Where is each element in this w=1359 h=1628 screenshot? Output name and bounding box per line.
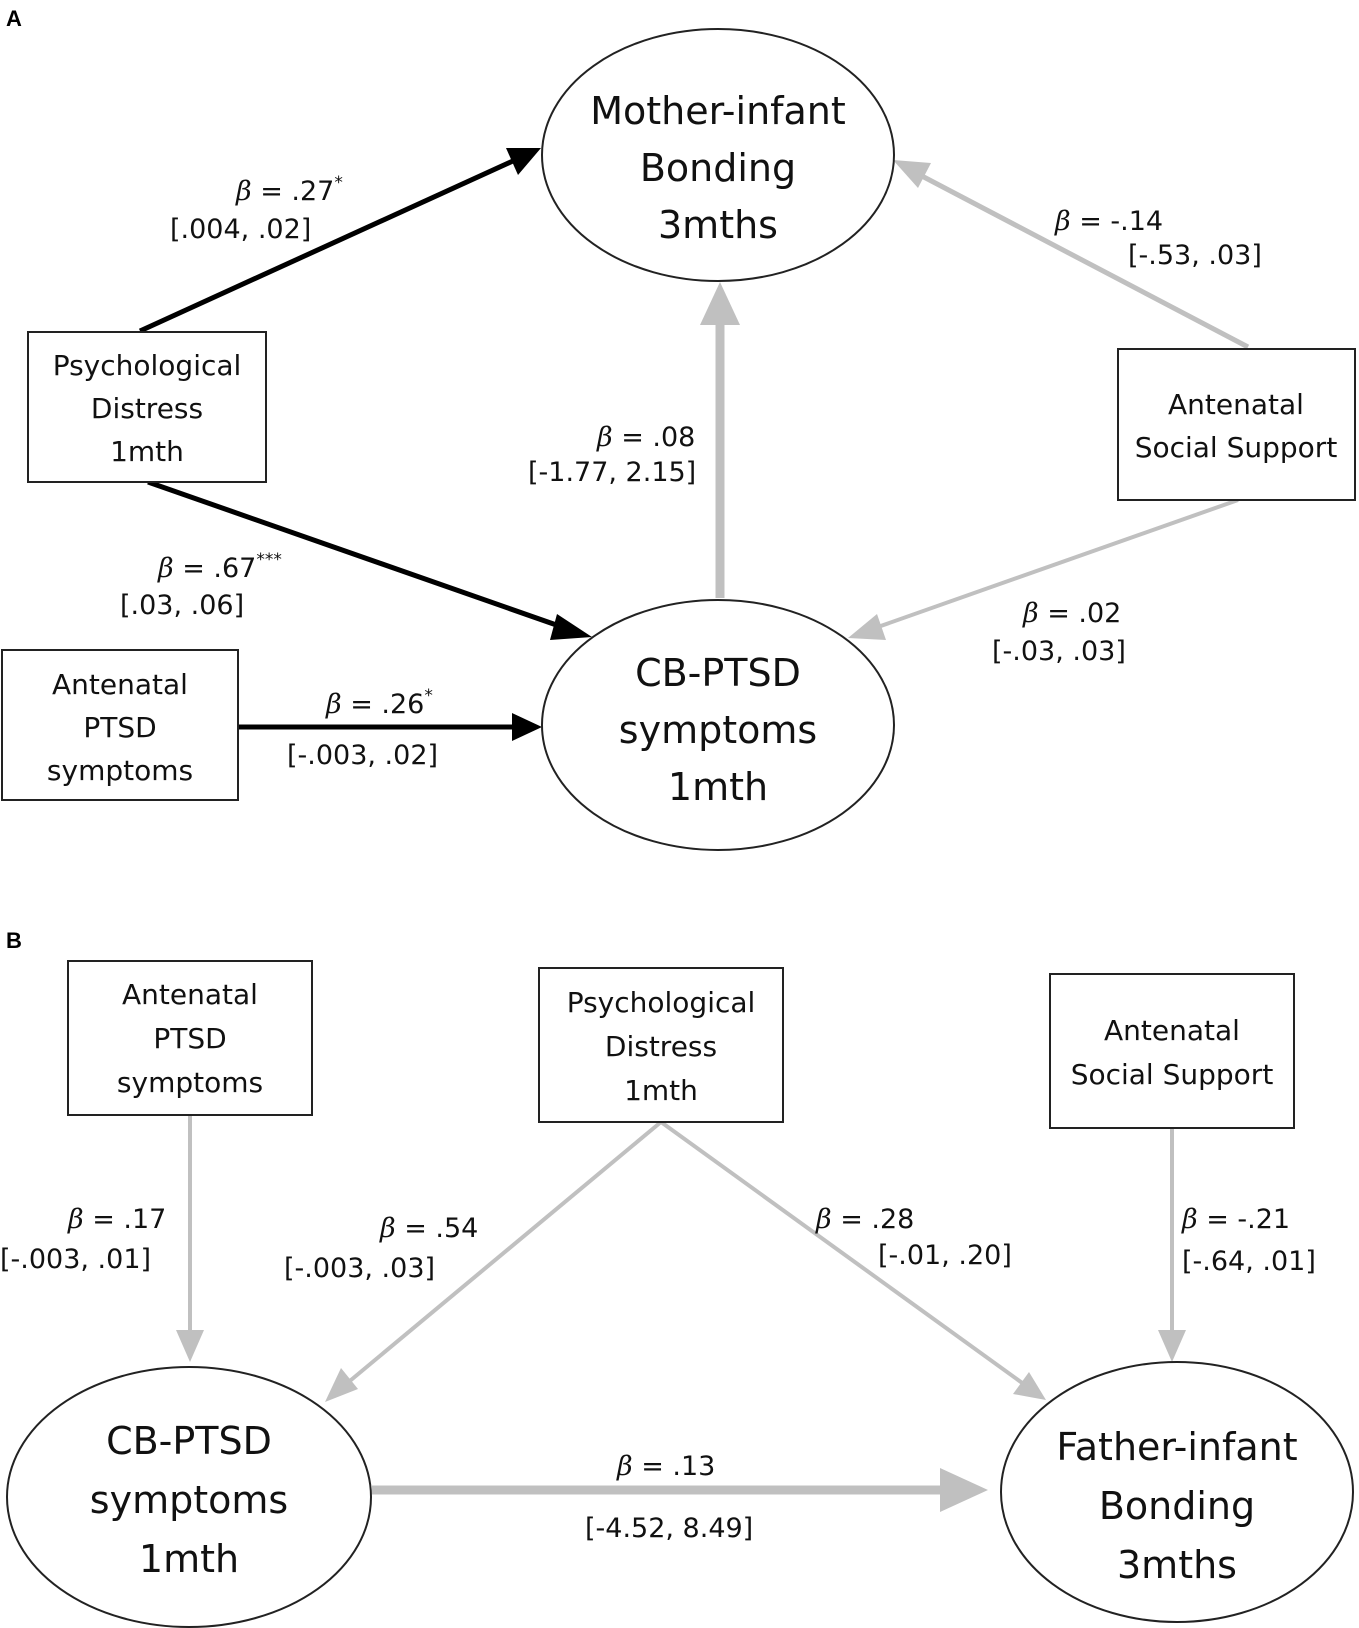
ci-label: [.004, .02] (170, 214, 311, 245)
panel-a-coef-antenatal-ptsd-to-cbptsd: β = .26* [-.003, .02] (287, 686, 438, 771)
arrowhead-antenatal-ptsd-to-cbptsd (512, 713, 542, 741)
node-label-line: PTSD (83, 711, 156, 744)
node-label-line: Psychological (567, 986, 756, 1019)
panel-a-node-psychological-distress: Psychological Distress 1mth (27, 331, 267, 483)
node-label-line: Mother-infant (590, 89, 846, 133)
panel-b-coef-support-to-bonding: β = -.21 [-.64, .01] (1181, 1204, 1316, 1277)
node-label-line: Distress (605, 1030, 717, 1063)
panel-a-coef-cbptsd-to-bonding: β = .08 [-1.77, 2.15] (528, 422, 696, 488)
ci-label: [-1.77, 2.15] (528, 457, 696, 488)
panel-a-node-mother-infant-bonding: Mother-infant Bonding 3mths (541, 28, 895, 282)
panel-b-coef-distress-to-cbptsd: β = .54 [-.003, .03] (284, 1213, 478, 1284)
beta-label: β = .67*** (157, 550, 282, 584)
ci-label: [-.003, .01] (0, 1244, 151, 1275)
node-label-line: Antenatal (1168, 388, 1304, 421)
ci-label: [-.03, .03] (992, 636, 1126, 667)
path-line-support-to-cbptsd (874, 498, 1239, 630)
node-label-line: symptoms (117, 1066, 263, 1099)
panel-a-coef-distress-to-bonding: β = .27* [.004, .02] (170, 173, 343, 245)
panel-b-node-psychological-distress: Psychological Distress 1mth (538, 967, 784, 1123)
node-label-line: Bonding (640, 146, 796, 190)
ci-label: [-4.52, 8.49] (585, 1513, 753, 1544)
arrowhead-support-to-bonding (893, 160, 931, 188)
ci-label: [-.64, .01] (1182, 1246, 1316, 1277)
arrowhead-cbptsd-to-bonding (700, 282, 740, 325)
panel-a-coef-support-to-cbptsd: β = .02 [-.03, .03] (992, 598, 1126, 667)
node-label-line: Father-infant (1056, 1425, 1297, 1469)
node-label-line: symptoms (90, 1478, 288, 1522)
node-label-line: 1mth (668, 765, 768, 809)
node-label-line: Psychological (53, 349, 242, 382)
beta-label: β = .28 (815, 1204, 914, 1235)
panel-b-node-cb-ptsd-symptoms: CB-PTSD symptoms 1mth (6, 1366, 372, 1628)
path-line-support-to-bonding (918, 172, 1250, 350)
panel-b-coef-cbptsd-to-bonding: β = .13 [-4.52, 8.49] (585, 1451, 753, 1544)
beta-label: β = .27* (235, 173, 343, 207)
panel-a-node-antenatal-ptsd-symptoms: Antenatal PTSD symptoms (1, 649, 239, 801)
node-label-line: symptoms (47, 754, 193, 787)
node-label-line: Social Support (1135, 431, 1338, 464)
beta-label: β = .08 (596, 422, 695, 453)
beta-label: β = .17 (67, 1204, 166, 1235)
beta-label: β = -.14 (1054, 206, 1163, 237)
path-line-distress-to-bonding (659, 1120, 1027, 1387)
arrowhead-support-to-cbptsd (848, 614, 886, 640)
node-label-line: Distress (91, 392, 203, 425)
ci-label: [-.53, .03] (1128, 240, 1262, 271)
node-label-line: symptoms (619, 708, 817, 752)
panel-a-coef-distress-to-cbptsd: β = .67*** [.03, .06] (120, 550, 282, 621)
node-label-line: Antenatal (52, 668, 188, 701)
arrowhead-distress-to-cbptsd (325, 1368, 358, 1402)
ci-label: [-.003, .02] (287, 740, 438, 771)
panel-b-node-antenatal-ptsd-symptoms: Antenatal PTSD symptoms (67, 960, 313, 1116)
beta-label: β = -.21 (1181, 1204, 1290, 1235)
node-label-line: 1mth (139, 1537, 239, 1581)
path-line-distress-to-cbptsd (343, 1120, 663, 1387)
path-line-distress-to-cbptsd (147, 479, 566, 631)
arrowhead-antenatal-ptsd-to-cbptsd (176, 1330, 204, 1362)
panel-a-node-cb-ptsd-symptoms: CB-PTSD symptoms 1mth (541, 599, 895, 851)
beta-label: β = .26* (325, 686, 433, 720)
node-label-line: Antenatal (122, 978, 258, 1011)
beta-label: β = .13 (616, 1451, 715, 1482)
panel-b-coef-antenatal-ptsd-to-cbptsd: β = .17 [-.003, .01] (0, 1204, 166, 1275)
ci-label: [.03, .06] (120, 590, 244, 621)
ci-label: [-.01, .20] (878, 1240, 1012, 1271)
panel-b-node-antenatal-social-support: Antenatal Social Support (1049, 973, 1295, 1129)
node-label-line: 1mth (624, 1074, 698, 1107)
panel-a-paths (138, 148, 1250, 741)
node-label-line: PTSD (153, 1022, 226, 1055)
panel-a-node-antenatal-social-support: Antenatal Social Support (1117, 348, 1356, 501)
node-label-line: Antenatal (1104, 1014, 1240, 1047)
panel-a-coef-support-to-bonding: β = -.14 [-.53, .03] (1054, 206, 1262, 271)
arrowhead-distress-to-bonding (1013, 1372, 1046, 1400)
node-label-line: Social Support (1071, 1058, 1274, 1091)
path-line-distress-to-bonding (138, 157, 517, 334)
node-label-line: CB-PTSD (106, 1419, 272, 1463)
beta-label: β = .54 (379, 1213, 478, 1244)
panel-b-label: B (6, 928, 22, 953)
panel-b-coef-distress-to-bonding: β = .28 [-.01, .20] (815, 1204, 1012, 1271)
node-label-line: Bonding (1099, 1484, 1255, 1528)
arrowhead-distress-to-cbptsd (550, 614, 592, 640)
node-label-line: 1mth (110, 435, 184, 468)
node-label-line: 3mths (1117, 1543, 1237, 1587)
panel-a-label: A (6, 6, 22, 31)
node-label-line: CB-PTSD (635, 651, 801, 695)
arrowhead-support-to-bonding (1158, 1330, 1186, 1362)
ci-label: [-.003, .03] (284, 1253, 435, 1284)
panel-b-paths (176, 1115, 1186, 1512)
node-label-line: 3mths (658, 203, 778, 247)
arrowhead-distress-to-bonding (506, 148, 541, 175)
beta-label: β = .02 (1022, 598, 1121, 629)
panel-b-node-father-infant-bonding: Father-infant Bonding 3mths (1000, 1361, 1354, 1623)
arrowhead-cbptsd-to-bonding (940, 1468, 988, 1512)
